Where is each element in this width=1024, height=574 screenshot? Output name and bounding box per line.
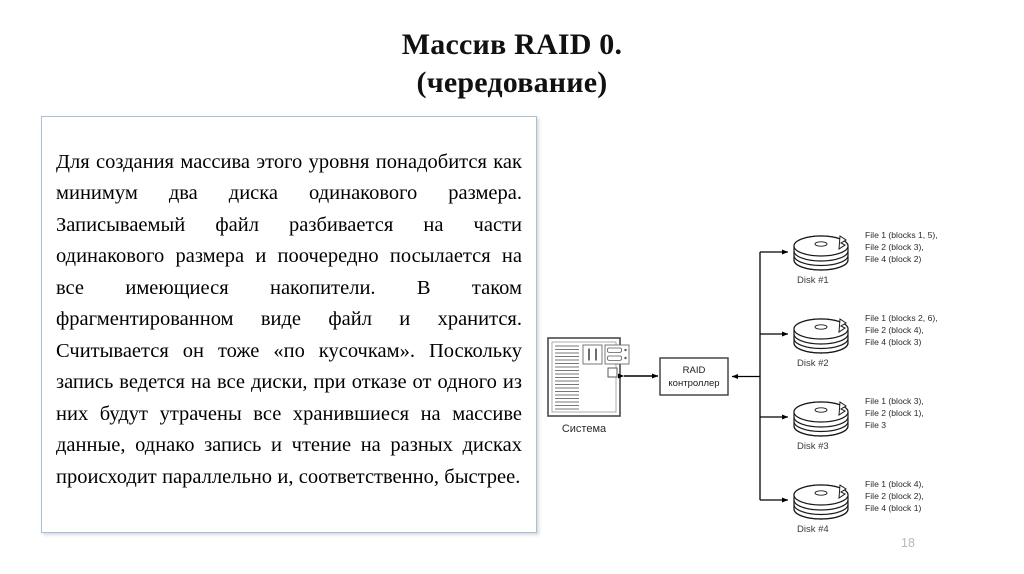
- raid-controller-line-2: контроллер: [668, 378, 719, 389]
- raid-controller-line-1: RAID: [683, 365, 706, 376]
- page-title: Массив RAID 0. (чередование): [0, 26, 1024, 102]
- raid-diagram: Система RAID контроллер: [528, 210, 968, 540]
- disk-group-1: Disk #1 File 1 (blocks 1, 5), File 2 (bl…: [793, 230, 938, 286]
- disk-group-4: Disk #4 File 1 (block 4), File 2 (block …: [793, 479, 924, 535]
- page-title-line-1: Массив RAID 0.: [401, 28, 623, 61]
- disk-stack-icon: [793, 318, 849, 354]
- disk-file-line: File 2 (block 3),: [865, 242, 924, 252]
- page-title-line-2: (чередование): [416, 66, 608, 99]
- disk-file-labels: File 1 (blocks 1, 5), File 2 (block 3), …: [865, 230, 938, 264]
- body-paragraph: Для создания массива этого уровня понадо…: [56, 150, 522, 488]
- disk-stack-icon: [793, 484, 849, 520]
- system-caption: Система: [562, 423, 607, 435]
- controller-disk-bus: [731, 249, 789, 503]
- disk-file-labels: File 1 (block 3), File 2 (block 1), File…: [865, 396, 924, 430]
- disk-caption: Disk #4: [797, 524, 829, 535]
- disk-file-line: File 1 (blocks 2, 6),: [865, 313, 938, 323]
- disk-file-line: File 3: [865, 420, 886, 430]
- disk-file-line: File 2 (block 1),: [865, 408, 924, 418]
- disk-file-labels: File 1 (block 4), File 2 (block 2), File…: [865, 479, 924, 513]
- disk-file-line: File 4 (block 1): [865, 503, 921, 513]
- disk-file-line: File 1 (blocks 1, 5),: [865, 230, 938, 240]
- disk-caption: Disk #2: [797, 358, 829, 369]
- disk-group-2: Disk #2 File 1 (blocks 2, 6), File 2 (bl…: [793, 313, 938, 369]
- body-textbox: Для создания массива этого уровня понадо…: [41, 116, 537, 533]
- disk-group-3: Disk #3 File 1 (block 3), File 2 (block …: [793, 396, 924, 452]
- disk-file-line: File 1 (block 4),: [865, 479, 924, 489]
- raid-controller: RAID контроллер: [659, 357, 729, 396]
- disk-stack-icon: [793, 235, 849, 271]
- disk-file-labels: File 1 (blocks 2, 6), File 2 (block 4), …: [865, 313, 938, 347]
- disk-stack-icon: [793, 401, 849, 437]
- system-icon-group: Система: [547, 337, 630, 435]
- disk-file-line: File 2 (block 2),: [865, 491, 924, 501]
- disk-file-line: File 2 (block 4),: [865, 325, 924, 335]
- disk-caption: Disk #1: [797, 275, 829, 286]
- computer-tower-icon: [547, 337, 630, 417]
- disk-file-line: File 4 (block 2): [865, 254, 921, 264]
- disk-caption: Disk #3: [797, 441, 829, 452]
- page-number: 18: [901, 536, 915, 550]
- disk-file-line: File 4 (block 3): [865, 337, 921, 347]
- disk-file-line: File 1 (block 3),: [865, 396, 924, 406]
